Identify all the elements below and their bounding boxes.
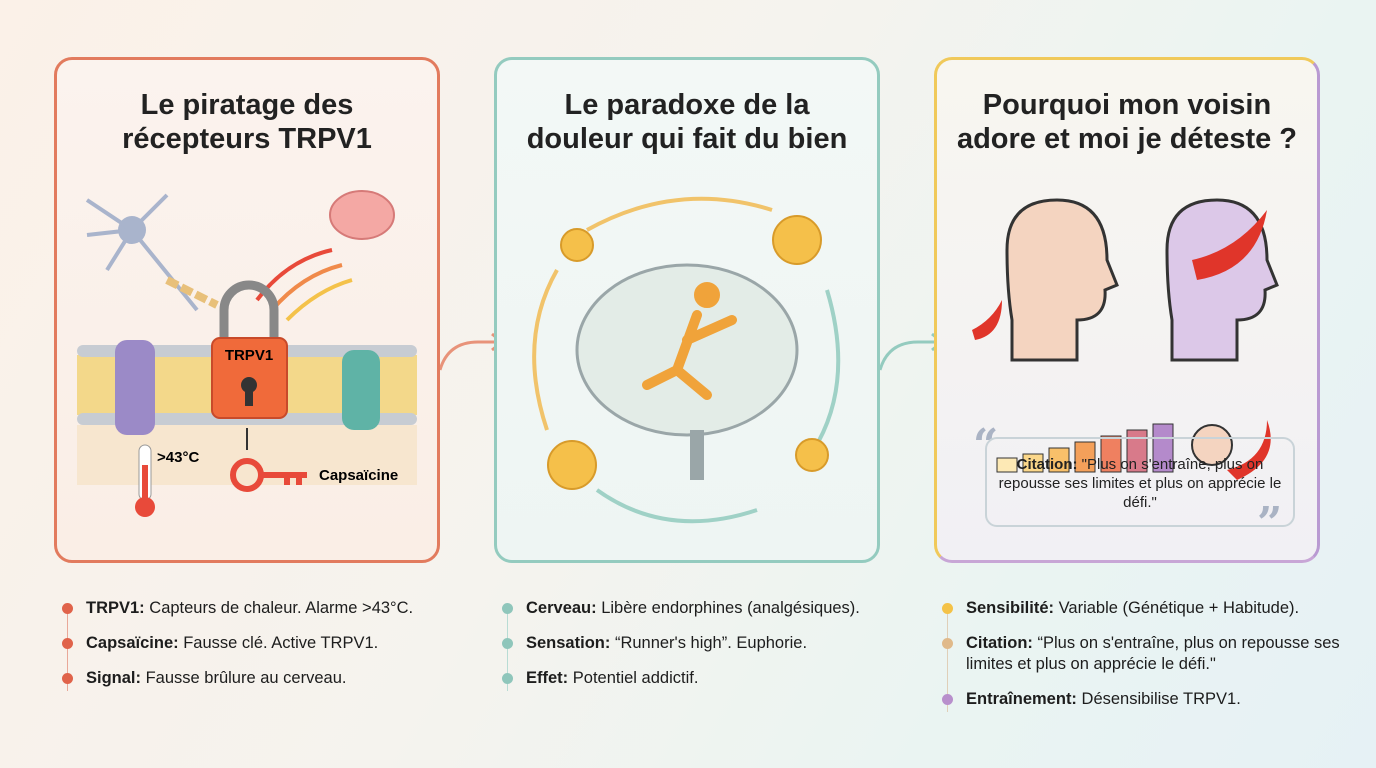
key-icon — [230, 458, 307, 492]
quote-label: Citation: — [1016, 456, 1078, 473]
panel-trpv1-receptors: Le piratage des récepteurs TRPV1 TRPV1 >… — [54, 57, 440, 563]
panel-pain-paradox: Le paradoxe de la douleur qui fait du bi… — [494, 57, 880, 563]
temperature-label: >43°C — [157, 449, 199, 466]
channel-protein-2 — [342, 350, 380, 430]
thermometer-icon — [135, 444, 155, 517]
panel-title: Le piratage des récepteurs TRPV1 — [122, 89, 372, 155]
list-paradox: Cerveau: Libère endorphines (analgésique… — [494, 598, 914, 703]
runner-icon — [642, 282, 737, 400]
close-quote-icon: ” — [1257, 498, 1283, 549]
heads-illustration — [972, 198, 1279, 480]
list-trpv1: TRPV1: Capteurs de chaleur. Alarme >43°C… — [54, 598, 474, 703]
list-item: TRPV1: Capteurs de chaleur. Alarme >43°C… — [54, 598, 474, 619]
brain-icon — [329, 190, 395, 240]
list-neighbor: Sensibilité: Variable (Génétique + Habit… — [934, 598, 1344, 724]
channel-protein — [115, 340, 155, 435]
list-item: Sensation: “Runner's high”. Euphorie. — [494, 633, 914, 654]
membrane-illustration: TRPV1 >43°C Capsaïcine — [77, 190, 417, 517]
small-chili-icon — [972, 300, 1002, 340]
panel-title: Pourquoi mon voisin adore et moi je déte… — [956, 89, 1298, 155]
list-item: Signal: Fausse brûlure au cerveau. — [54, 668, 474, 689]
list-item: Effet: Potentiel addictif. — [494, 668, 914, 689]
tolerance-bars — [996, 423, 1174, 473]
cycle-arrows — [532, 196, 841, 524]
list-item: Sensibilité: Variable (Génétique + Habit… — [934, 598, 1344, 619]
list-item: Capsaïcine: Fausse clé. Active TRPV1. — [54, 633, 474, 654]
panel-neighbor-comparison: Pourquoi mon voisin adore et moi je déte… — [934, 57, 1320, 563]
key-label: Capsaïcine — [319, 467, 398, 484]
brain-illustration — [532, 196, 841, 524]
chili-icon — [1192, 210, 1267, 280]
list-item: Citation: “Plus on s'entraîne, plus on r… — [934, 633, 1344, 675]
neighbor-head-icon — [1005, 198, 1119, 362]
quote-box: Citation: "Plus on s'entraîne, plus on r… — [985, 437, 1295, 527]
list-item: Cerveau: Libère endorphines (analgésique… — [494, 598, 914, 619]
neuron-icon — [85, 193, 219, 312]
list-item: Entraînement: Désensibilise TRPV1. — [934, 689, 1344, 710]
smiley-icon — [547, 215, 829, 490]
panel-title: Le paradoxe de la douleur qui fait du bi… — [526, 89, 848, 155]
lock-label: TRPV1 — [225, 347, 273, 364]
quote-text: "Plus on s'entraîne, plus on repousse se… — [998, 456, 1282, 511]
muscle-chili-icon — [1191, 420, 1271, 480]
lock-icon — [211, 280, 288, 419]
